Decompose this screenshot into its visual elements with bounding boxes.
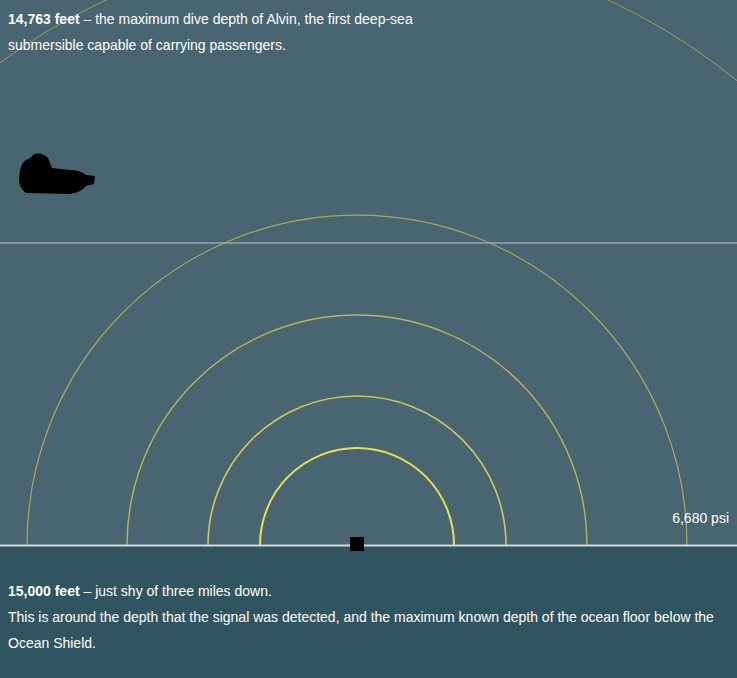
- signal-rings: [0, 0, 737, 545]
- depth-figure: 15,000 feet: [8, 583, 80, 599]
- signal-ring: [27, 215, 687, 545]
- alvin-depth-line: [0, 242, 737, 244]
- ocean-floor-line: [0, 545, 737, 547]
- depth-note: – just shy of three miles down.: [84, 583, 272, 599]
- depth-figure: 14,763 feet: [8, 11, 80, 27]
- floor-depth-note: This is around the depth that the signal…: [8, 604, 723, 656]
- depth-note: This is around the depth that the signal…: [8, 609, 714, 651]
- water-column: [0, 0, 737, 546]
- signal-ring: [127, 315, 587, 545]
- floor-depth-heading: 15,000 feet – just shy of three miles do…: [8, 578, 723, 604]
- alvin-depth-note: 14,763 feet – the maximum dive depth of …: [8, 6, 418, 58]
- pressure-label: 6,680 psi: [672, 505, 729, 531]
- signal-ring: [260, 448, 454, 545]
- ocean-floor-band: [0, 546, 737, 678]
- signal-source: [350, 537, 364, 551]
- signal-ring: [0, 0, 737, 545]
- alvin-submersible: [19, 154, 95, 195]
- signal-ring: [208, 396, 506, 545]
- depth-note: 6,680 psi: [672, 510, 729, 526]
